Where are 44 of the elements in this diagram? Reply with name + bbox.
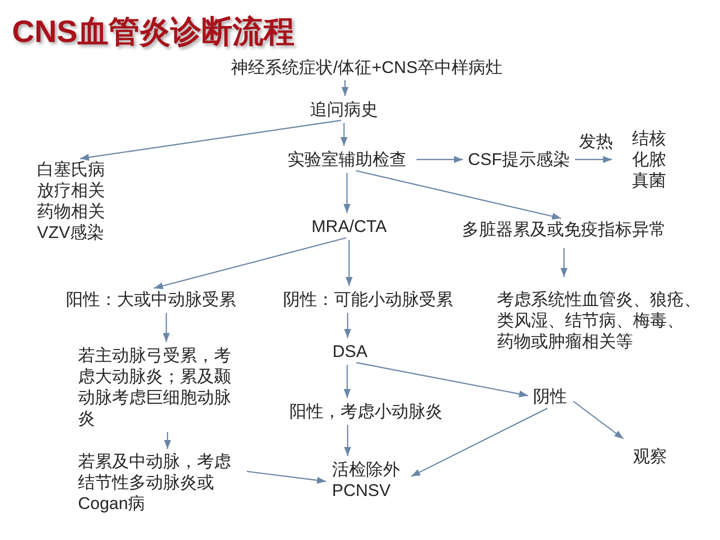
arrow	[154, 237, 346, 290]
step-text: 若主动脉弓受累，考虑大动脉炎；累及颞动脉考虑巨细胞动脉炎	[78, 345, 235, 429]
arrow	[344, 313, 352, 338]
step-text: 真菌	[632, 170, 667, 191]
arrow	[344, 365, 351, 398]
arrow	[246, 470, 326, 484]
step-text: MRA/CTA	[312, 216, 387, 237]
step-text: 化脓	[632, 149, 667, 170]
arrow	[80, 120, 342, 161]
step-text: DSA	[332, 341, 368, 362]
step-text: VZV感染	[37, 222, 106, 243]
step-text: 多脏器累及或免疫指标异常	[462, 219, 666, 240]
arrow	[575, 156, 612, 163]
step-text: 活检除外PCNSV	[332, 459, 404, 501]
step-text: 若累及中动脉，考虑结节性多动脉炎或Cogan病	[78, 451, 235, 514]
arrow	[416, 156, 463, 163]
step-text: 阳性，考虑小动脉炎	[290, 401, 442, 422]
arrow	[573, 400, 624, 440]
arrow	[342, 80, 348, 96]
step-text: 考虑系统性血管炎、狼疮、类风湿、结节病、梅毒、药物或肿瘤相关等	[497, 289, 707, 352]
arrow	[356, 362, 528, 398]
arrow	[344, 173, 350, 213]
arrow	[164, 432, 171, 449]
step-text: 阴性：可能小动脉受累	[283, 289, 453, 310]
arrow	[340, 123, 348, 146]
step-text: 神经系统症状/体征+CNS卒中样病灶	[231, 57, 503, 78]
step-text: 实验室辅助检查	[288, 149, 406, 170]
step-text: 追问病史	[310, 99, 378, 120]
arrow	[356, 170, 562, 220]
arrow	[346, 240, 353, 286]
diagram-title: CNS血管炎诊断流程	[12, 14, 294, 50]
step-text: 放疗相关	[37, 180, 106, 201]
arrow	[162, 313, 170, 342]
step-text: 观察	[633, 446, 667, 467]
step-text: 白塞氏病	[37, 159, 106, 180]
step-text: 阴性	[533, 386, 567, 407]
step-text: 结核	[632, 128, 667, 149]
step-text: CSF提示感染	[468, 149, 570, 170]
arrow	[560, 248, 568, 277]
edge-label: 发热	[577, 131, 615, 152]
arrow	[344, 425, 352, 456]
arrow	[410, 408, 548, 477]
step-text: 药物相关	[37, 201, 106, 222]
step-text: 阳性：大或中动脉受累	[66, 289, 236, 310]
